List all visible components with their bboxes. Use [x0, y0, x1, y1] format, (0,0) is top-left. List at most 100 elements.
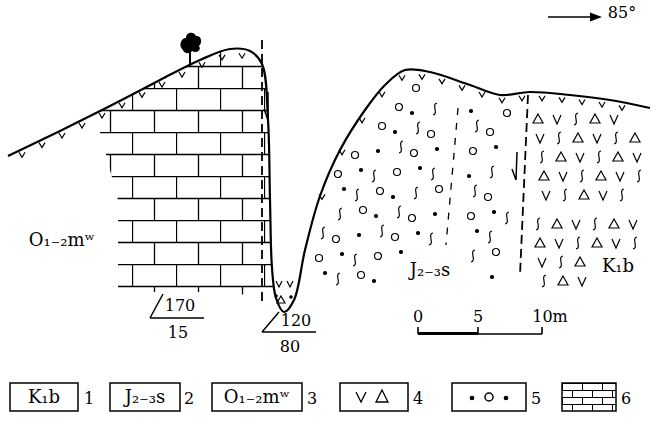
rock-symbol	[373, 280, 376, 283]
soil-tick	[179, 72, 185, 77]
orientation-label: 85°	[606, 5, 638, 21]
soil-tick	[319, 194, 325, 199]
rock-symbol	[637, 170, 641, 182]
rock-symbol	[377, 150, 380, 153]
dip-value: 80	[278, 339, 302, 355]
legend-number: 3	[305, 391, 319, 407]
rock-symbol	[394, 169, 401, 176]
rock-symbol	[409, 215, 416, 222]
rock-symbol	[316, 255, 323, 262]
rock-symbol	[416, 122, 420, 134]
fault-line	[512, 95, 528, 275]
rock-symbol	[358, 234, 361, 237]
tree-symbol	[180, 33, 201, 66]
rock-symbol	[630, 133, 640, 142]
valley-fill	[275, 281, 293, 303]
bedding-line	[446, 108, 458, 245]
orientation-arrow	[548, 13, 602, 22]
rock-symbol	[473, 185, 477, 197]
rock-symbol	[360, 207, 367, 214]
strike-value: 170	[163, 298, 198, 314]
soil-tick	[159, 82, 165, 87]
soil-tick	[79, 123, 85, 128]
soil-tick	[499, 98, 505, 103]
rock-symbol	[400, 251, 403, 254]
rock-symbol	[535, 238, 545, 247]
rock-symbol	[324, 272, 327, 275]
soil-tick	[359, 118, 365, 123]
rock-symbol	[533, 114, 543, 123]
rock-symbol	[431, 168, 435, 180]
soil-tick	[19, 152, 25, 157]
rock-symbol	[540, 151, 544, 163]
soil-tick	[339, 150, 345, 155]
legend-number: 2	[182, 391, 196, 407]
soil-tick	[139, 92, 145, 97]
rock-symbol	[504, 110, 511, 117]
rock-symbol	[377, 188, 384, 195]
rock-symbol	[493, 249, 500, 256]
rock-symbol	[593, 134, 601, 143]
rock-symbol	[355, 189, 359, 201]
rock-symbol	[580, 170, 584, 182]
rock-symbol	[397, 206, 401, 218]
rock-symbol	[536, 134, 544, 143]
rock-symbol	[396, 104, 403, 111]
rock-symbol	[372, 170, 376, 182]
soil-tick	[519, 96, 525, 101]
rock-symbol	[576, 237, 580, 249]
rock-symbol	[538, 258, 546, 267]
soil-tick	[479, 92, 485, 97]
legend-symbol-text: K₁b	[26, 388, 62, 406]
rock-symbol	[557, 132, 561, 144]
rock-symbol	[505, 212, 509, 224]
rock-symbol	[555, 239, 563, 248]
rock-symbol	[559, 172, 567, 181]
rock-symbol	[559, 256, 563, 268]
rock-symbol	[633, 153, 641, 162]
rock-symbol	[578, 277, 586, 286]
rock-symbol	[488, 231, 492, 243]
legend-symbol-text: J₂₋₃s	[123, 388, 167, 406]
soil-tick	[439, 79, 445, 84]
rock-symbol	[490, 166, 494, 178]
soil-tick	[99, 113, 105, 118]
rock-symbol	[411, 150, 418, 157]
rock-symbol	[629, 220, 637, 229]
rock-symbol	[343, 188, 346, 191]
rock-symbol	[358, 272, 365, 279]
formation-label: O₁₋₂mʷ	[27, 231, 97, 249]
strike-value: 120	[279, 313, 314, 329]
rock-symbol	[536, 218, 540, 230]
rock-symbol	[411, 112, 414, 115]
rock-symbol	[321, 227, 325, 239]
rock-symbol	[485, 194, 492, 201]
soil-tick	[399, 75, 405, 80]
rock-symbol	[542, 275, 546, 287]
rock-symbol	[336, 273, 340, 285]
rock-symbol	[468, 213, 475, 220]
rock-symbol	[338, 208, 342, 220]
rock-symbol	[574, 113, 578, 125]
soil-tick	[59, 133, 65, 138]
legend-number: 6	[619, 391, 633, 407]
rock-symbol	[614, 132, 618, 144]
rock-symbol	[428, 131, 435, 138]
rock-symbol	[471, 250, 475, 262]
rock-symbol	[429, 233, 433, 245]
legend-number: 4	[411, 391, 425, 407]
formation-label: K₁b	[600, 257, 636, 275]
rock-symbol	[379, 123, 386, 130]
legend-symbol-text: O₁₋₂mʷ	[222, 388, 292, 406]
terrain-profile	[8, 49, 650, 312]
soil-tick	[559, 97, 565, 102]
rock-symbol	[620, 189, 624, 201]
scale-number: 10m	[530, 309, 570, 325]
legend-swatches	[10, 383, 616, 411]
rock-symbol	[576, 153, 584, 162]
rock-symbol	[572, 220, 580, 229]
rock-symbol	[333, 236, 340, 243]
rock-symbol	[563, 189, 567, 201]
rock-symbol	[542, 191, 550, 200]
rock-symbol	[633, 237, 637, 249]
